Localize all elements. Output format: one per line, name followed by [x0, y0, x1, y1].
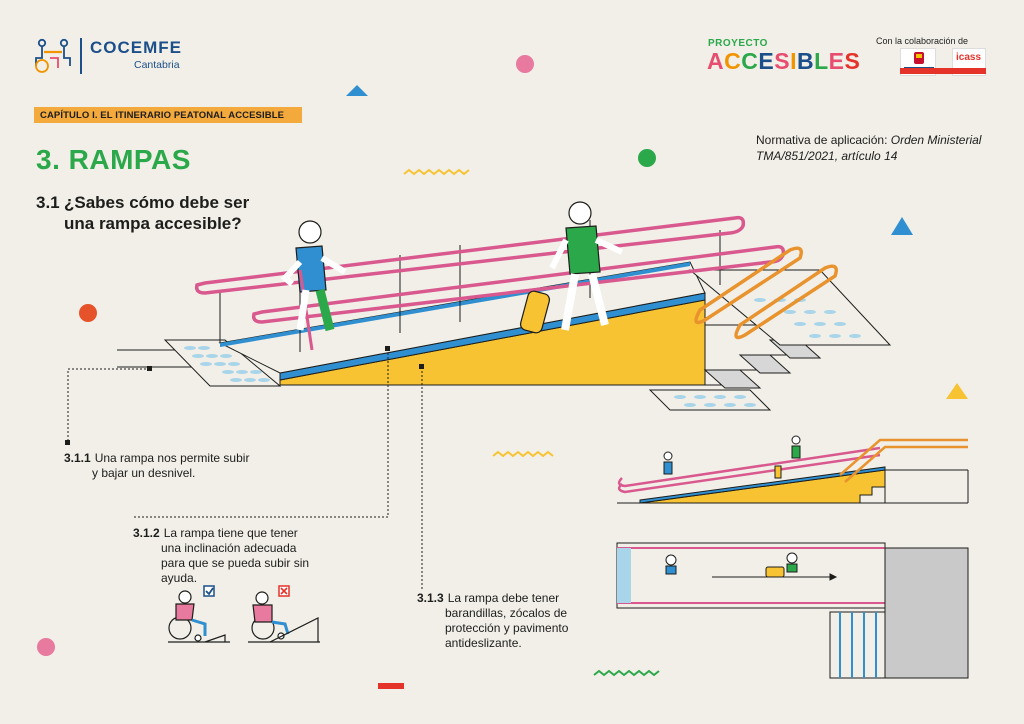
- check-icon: [203, 585, 215, 597]
- project-name-letter: E: [758, 48, 775, 74]
- cocemfe-logo: COCEMFE Cantabria: [32, 36, 202, 78]
- ramp-side-elevation: [617, 435, 969, 504]
- pedestrian-luggage-icon: [519, 201, 624, 334]
- project-name-letter: S: [844, 48, 861, 74]
- chapter-label: CAPÍTULO I. EL ITINERARIO PEATONAL ACCES…: [34, 107, 302, 123]
- collaboration-label: Con la colaboración de: [876, 36, 969, 46]
- note-line: antideslizante.: [445, 636, 522, 650]
- note-line: La rampa debe tener: [447, 591, 560, 605]
- regulation-ref-2: TMA/851/2021, artículo 14: [756, 149, 898, 163]
- project-name-letter: S: [774, 48, 791, 74]
- icass-logo-text: icass: [956, 52, 982, 63]
- ramp-plan-view: [616, 542, 969, 679]
- regulation-note: Normativa de aplicación: Orden Ministeri…: [756, 132, 1006, 164]
- project-name-letter: A: [707, 48, 725, 74]
- project-name-letter: C: [741, 48, 759, 74]
- note-line: ayuda.: [161, 571, 198, 585]
- partner-logos: icass: [900, 48, 990, 78]
- project-name-letter: B: [796, 48, 815, 74]
- note-id: 3.1.3: [417, 591, 444, 605]
- note-id: 3.1.2: [133, 526, 160, 540]
- note-line: La rampa tiene que tener: [163, 526, 298, 540]
- org-region: Cantabria: [134, 59, 180, 71]
- section-title: 3. RAMPAS: [36, 144, 191, 175]
- note-line: una inclinación adecuada: [161, 541, 297, 555]
- regulation-prefix: Normativa de aplicación:: [756, 133, 888, 147]
- note-line: Una rampa nos permite subir: [94, 451, 250, 465]
- subsection-line2: una rampa accesible?: [64, 214, 242, 233]
- wheelchair-user-icon: [168, 590, 230, 643]
- note-id: 3.1.1: [64, 451, 91, 465]
- project-name: ACCESIBLES: [707, 48, 860, 75]
- cross-icon: [278, 585, 290, 597]
- subsection-heading: 3.1¿Sabes cómo debe ser una rampa accesi…: [36, 192, 249, 234]
- wheelchair-user-icon: [248, 591, 320, 643]
- project-label: PROYECTO: [708, 38, 768, 49]
- project-name-letter: L: [814, 48, 829, 74]
- project-name-letter: E: [828, 48, 845, 74]
- note-line: protección y pavimento: [445, 621, 569, 635]
- regulation-ref-1: Orden Ministerial: [890, 133, 982, 147]
- org-name: COCEMFE: [90, 38, 182, 57]
- subsection-line1: ¿Sabes cómo debe ser: [64, 193, 250, 212]
- project-name-letter: C: [724, 48, 742, 74]
- note-line: para que se pueda subir sin: [161, 556, 310, 570]
- project-name-letter: I: [790, 48, 797, 74]
- subsection-number: 3.1: [36, 193, 60, 212]
- pedestrian-crutch-icon: [280, 220, 347, 351]
- people-logo-icon: [35, 38, 71, 73]
- note-line: barandillas, zócalos de: [445, 606, 568, 620]
- note-line: y bajar un desnivel.: [92, 466, 196, 480]
